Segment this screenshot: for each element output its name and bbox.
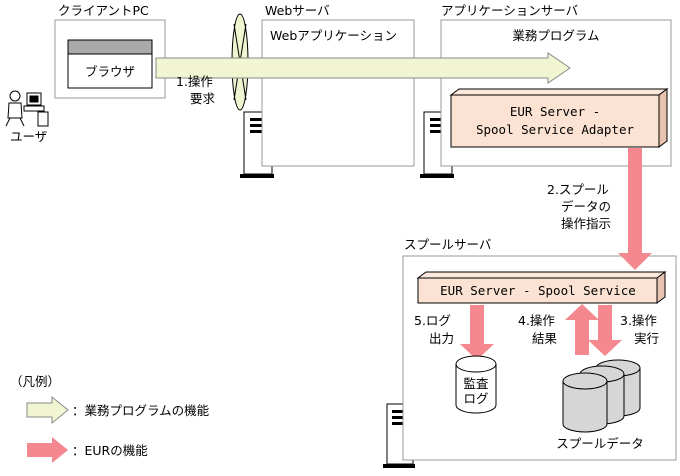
spool-service-box xyxy=(416,271,667,304)
user-label: ユーザ xyxy=(10,129,47,144)
legend-title: （凡例） xyxy=(10,374,60,389)
client-pc-title: クライアントPC xyxy=(58,3,149,18)
spool-service-adapter-box xyxy=(449,88,669,148)
step3-label-line2: 実行 xyxy=(634,331,659,346)
browser-label: ブラウザ xyxy=(85,64,135,79)
step4-label-line1: 4.操作 xyxy=(518,313,555,328)
eur-arrow-spool-operation-instruction xyxy=(618,148,652,270)
step5-label-line2: 出力 xyxy=(429,331,454,346)
step2-label-line3: 操作指示 xyxy=(561,216,611,231)
business-program-label: 業務プログラム xyxy=(512,28,599,43)
browser-window xyxy=(67,39,153,89)
web-application-label: Webアプリケーション xyxy=(270,28,397,43)
eur-arrow-log-output xyxy=(460,305,494,360)
adapter-label-line2: Spool Service Adapter xyxy=(476,122,635,137)
business-arrow-operation-request xyxy=(155,52,571,84)
eur-arrow-operation-result xyxy=(565,304,599,355)
step2-label-line2: データの xyxy=(561,199,611,214)
step5-label-line1: 5.ログ xyxy=(414,313,451,328)
legend-eur-swatch xyxy=(27,437,68,463)
web-server-title: Webサーバ xyxy=(265,3,330,18)
user-figure-icon xyxy=(5,90,49,127)
app-server-title: アプリケーションサーバ xyxy=(441,3,578,18)
step3-label-line1: 3.操作 xyxy=(620,313,657,328)
step4-label-line2: 結果 xyxy=(532,331,558,346)
audit-log-label-line2: ログ xyxy=(463,391,488,406)
step2-label-line1: 2.スプール xyxy=(547,182,609,197)
web-server-box xyxy=(261,19,415,167)
eur-arrow-operation-execute xyxy=(588,305,622,356)
legend-business-label: ：業務プログラムの機能 xyxy=(72,403,210,418)
audit-log-cylinder-icon xyxy=(455,355,497,414)
step1-label-line2: 要求 xyxy=(190,91,216,106)
spool-data-label: スプールデータ xyxy=(556,436,644,451)
legend-eur-label: ：EURの機能 xyxy=(72,443,148,458)
spool-service-label: EUR Server - Spool Service xyxy=(440,283,636,298)
legend-business-swatch xyxy=(26,395,69,425)
audit-log-label-line1: 監査 xyxy=(463,376,489,391)
adapter-label-line1: EUR Server - xyxy=(510,104,600,119)
step1-label-line1: 1.操作 xyxy=(176,74,213,89)
spool-data-cylinders-icon xyxy=(562,359,641,433)
spool-server-title: スプールサーバ xyxy=(404,237,491,252)
